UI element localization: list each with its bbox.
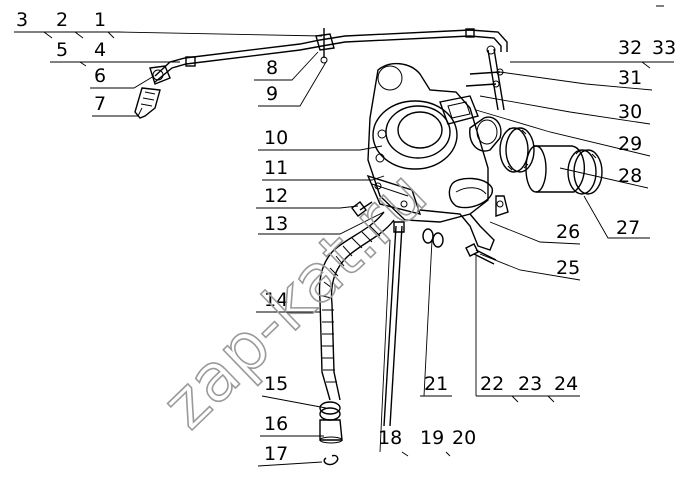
callout-numbers: 3 2 1 5 4 6 7 8 9 10 11 12 13 14 15 16 1… xyxy=(16,9,676,465)
drain-flange-assembly xyxy=(366,174,422,215)
callout-2: 2 xyxy=(56,9,68,31)
callout-3: 3 xyxy=(16,9,28,31)
flange-bolts xyxy=(465,68,504,88)
oil-pipe-union-fitting xyxy=(134,87,161,119)
hose-sealing-ring xyxy=(319,401,341,421)
callout-11: 11 xyxy=(264,157,288,179)
callout-13: 13 xyxy=(264,213,288,235)
hose-clamp-rear xyxy=(567,149,603,195)
callout-4: 4 xyxy=(94,39,106,61)
callout-14: 14 xyxy=(264,289,288,311)
callout-21: 21 xyxy=(424,373,448,395)
callout-19: 19 xyxy=(420,427,444,449)
retaining-clip xyxy=(323,454,339,466)
leader-lines xyxy=(14,31,674,467)
callout-7: 7 xyxy=(94,93,106,115)
callout-1: 1 xyxy=(94,9,106,31)
callout-24: 24 xyxy=(554,373,578,395)
callout-18: 18 xyxy=(378,427,402,449)
callout-20: 20 xyxy=(452,427,476,449)
callout-32: 32 xyxy=(618,37,642,59)
callout-16: 16 xyxy=(264,413,288,435)
pipe-banjo-fitting xyxy=(149,65,171,85)
callout-10: 10 xyxy=(264,127,288,149)
callout-22: 22 xyxy=(480,373,504,395)
callout-30: 30 xyxy=(618,101,642,123)
fitting-bolt xyxy=(351,201,373,217)
drain-adapter xyxy=(319,419,343,444)
turbocharger-body xyxy=(367,63,493,223)
callout-15: 15 xyxy=(264,373,288,395)
callout-9: 9 xyxy=(266,83,278,105)
long-bolts xyxy=(383,221,405,427)
callout-28: 28 xyxy=(618,165,642,187)
callout-31: 31 xyxy=(618,67,642,89)
bracket-bolt xyxy=(465,243,497,265)
callout-17: 17 xyxy=(264,443,288,465)
exhaust-bracket xyxy=(419,195,509,251)
outlet-pipe xyxy=(469,116,502,152)
callout-33: 33 xyxy=(652,37,676,59)
callout-23: 23 xyxy=(518,373,542,395)
oil-return-pipe xyxy=(486,45,505,111)
hose-clamp-front xyxy=(499,127,535,173)
callout-25: 25 xyxy=(556,257,580,279)
corrugated-drain-hose xyxy=(318,211,395,401)
callout-27: 27 xyxy=(616,217,640,239)
callout-5: 5 xyxy=(56,39,68,61)
callout-8: 8 xyxy=(266,57,278,79)
pipe-clamp xyxy=(315,28,335,64)
bracket-washers xyxy=(422,228,444,248)
callout-6: 6 xyxy=(94,65,106,87)
flange-gasket xyxy=(439,95,479,125)
callout-26: 26 xyxy=(556,221,580,243)
callout-12: 12 xyxy=(264,185,288,207)
callout-29: 29 xyxy=(618,133,642,155)
